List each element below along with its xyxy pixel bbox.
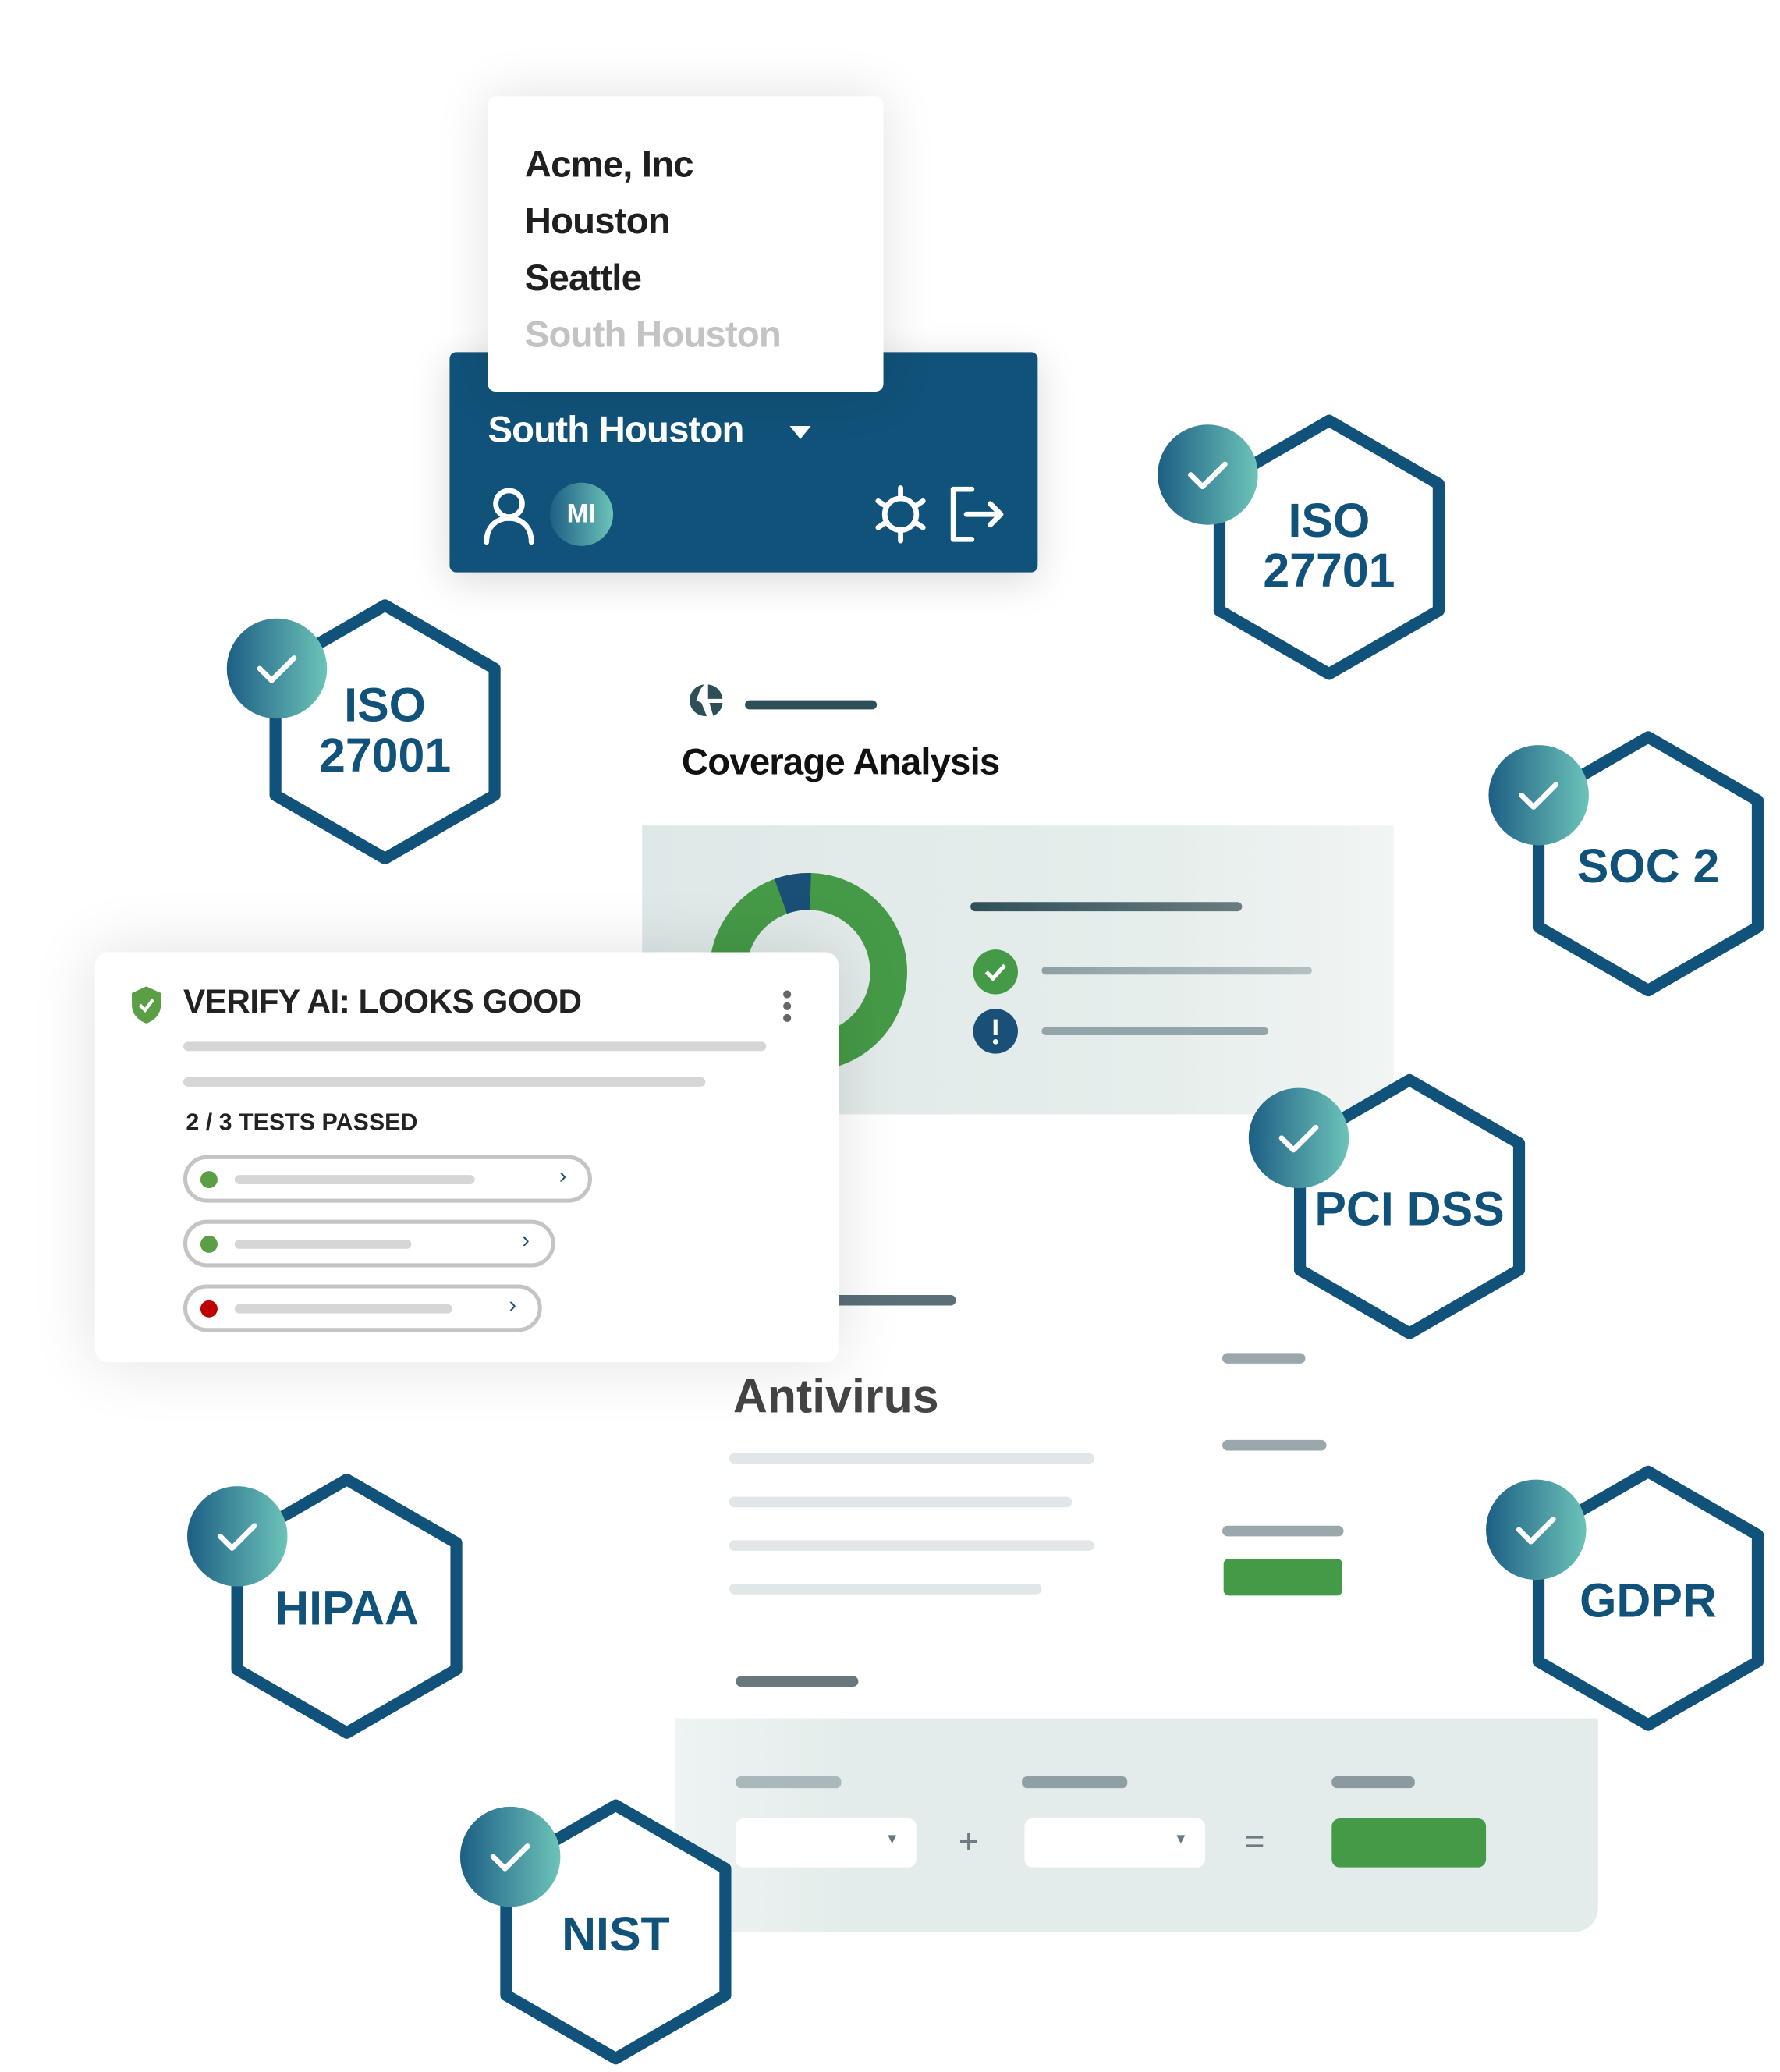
badge-label: ISO [344, 679, 426, 732]
equals-sign: = [1244, 1821, 1265, 1861]
test-row[interactable]: › [183, 1155, 592, 1203]
text-line [729, 1496, 1073, 1508]
value-line [1222, 1439, 1327, 1451]
pie-chart-icon [689, 684, 723, 716]
verify-title: VERIFY AI: LOOKS GOOD [183, 984, 582, 1021]
green-status-button[interactable] [1223, 1559, 1342, 1596]
field-label [1022, 1776, 1128, 1789]
badge-label: SOC 2 [1577, 839, 1720, 892]
badge-nist: NIST [459, 1799, 732, 2065]
menu-item-houston[interactable]: Houston [524, 200, 671, 242]
test-name-line [234, 1239, 412, 1249]
check-badge-icon [1488, 745, 1589, 846]
user-icon[interactable] [483, 487, 536, 545]
caret-down-icon[interactable] [789, 424, 812, 440]
verify-ai-card: VERIFY AI: LOOKS GOOD 2 / 3 TESTS PASSED… [94, 952, 839, 1363]
text-line [729, 1540, 1095, 1551]
chevron-right-icon: › [522, 1227, 530, 1253]
badge-label: HIPAA [275, 1582, 419, 1635]
antivirus-title: Antivirus [732, 1368, 939, 1423]
check-badge-icon [226, 618, 328, 719]
warning-line [1041, 1027, 1269, 1035]
badge-label: 27001 [319, 729, 451, 782]
caret-down-icon: ▼ [885, 1831, 899, 1848]
pass-status-dot [200, 1171, 218, 1189]
field-label [1331, 1776, 1415, 1789]
check-line [1041, 967, 1312, 975]
avatar[interactable]: MI [549, 482, 614, 546]
test-row[interactable]: › [183, 1219, 555, 1268]
badge-label: ISO [1289, 494, 1370, 547]
check-icon [973, 949, 1018, 995]
chevron-right-icon: › [558, 1162, 567, 1189]
location-selector[interactable]: South Houston [488, 409, 744, 450]
check-badge-icon [1486, 1479, 1587, 1581]
badge-label: 27701 [1263, 544, 1395, 597]
badge-pci-dss: PCI DSS [1248, 1073, 1526, 1339]
badge-soc-2: SOC 2 [1488, 731, 1764, 997]
pass-status-dot [200, 1235, 218, 1253]
caret-down-icon: ▼ [1173, 1831, 1189, 1848]
summary-line [970, 902, 1243, 912]
formula-panel: ▼ + ▼ = [675, 1718, 1598, 1932]
badge-gdpr: GDPR [1486, 1465, 1764, 1731]
test-row[interactable]: › [183, 1284, 542, 1332]
badge-hipaa: HIPAA [187, 1474, 463, 1739]
test-name-line [234, 1304, 452, 1314]
logout-icon[interactable] [948, 486, 1005, 542]
plus-sign: + [958, 1821, 979, 1861]
section-line [736, 1676, 859, 1687]
section-label-placeholder [745, 700, 878, 710]
coverage-title: Coverage Analysis [681, 741, 1000, 782]
location-dropdown-menu: Acme, Inc Houston Seattle South Houston [488, 96, 884, 392]
menu-item-seattle[interactable]: Seattle [524, 257, 642, 299]
test-name-line [234, 1175, 475, 1184]
fail-status-dot [200, 1300, 218, 1318]
second-select[interactable]: ▼ [1024, 1818, 1206, 1868]
first-select[interactable]: ▼ [736, 1818, 917, 1868]
shield-check-icon [132, 986, 161, 1024]
more-options-icon[interactable] [782, 989, 792, 1024]
menu-item-acme[interactable]: Acme, Inc [524, 144, 694, 185]
value-line [1222, 1525, 1344, 1537]
exclamation-icon [973, 1009, 1018, 1054]
tests-summary: 2 / 3 TESTS PASSED [186, 1109, 418, 1136]
check-badge-icon [1248, 1087, 1349, 1189]
badge-label: NIST [562, 1907, 670, 1960]
value-line [1222, 1353, 1306, 1364]
check-badge-icon [459, 1806, 561, 1907]
check-badge-icon [1158, 424, 1258, 525]
badge-label: PCI DSS [1314, 1182, 1504, 1235]
text-line [183, 1077, 706, 1087]
text-line [729, 1584, 1042, 1595]
text-line [729, 1453, 1095, 1464]
chevron-right-icon: › [509, 1292, 517, 1318]
check-badge-icon [187, 1486, 288, 1587]
result-button[interactable] [1331, 1818, 1487, 1868]
settings-gear-icon[interactable] [871, 484, 929, 545]
field-label [736, 1776, 842, 1789]
badge-label: GDPR [1580, 1574, 1717, 1627]
donut-segment-uncovered [709, 873, 907, 1071]
text-line [183, 1041, 767, 1052]
menu-item-south-houston: South Houston [524, 314, 782, 355]
